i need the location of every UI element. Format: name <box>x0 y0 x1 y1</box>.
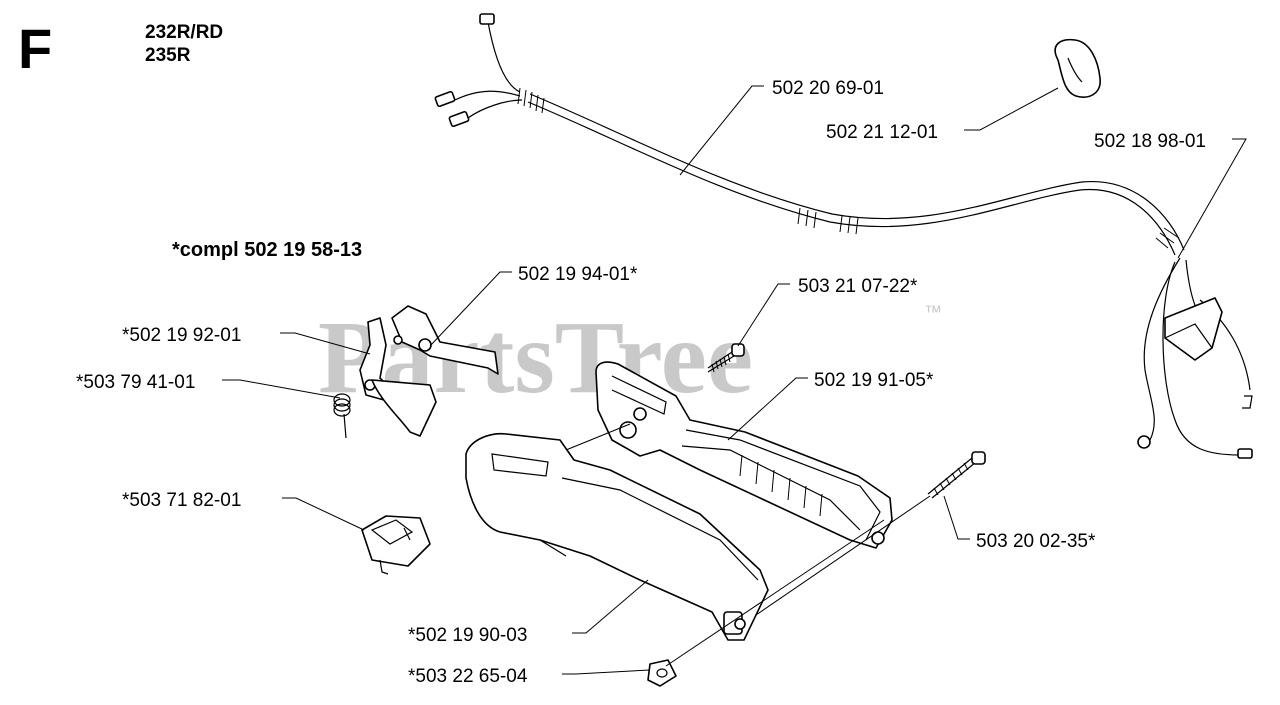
label-lockout: *502 19 92-01 <box>122 325 241 346</box>
label-screw-top: 503 21 07-22* <box>798 276 918 297</box>
label-throttle-cable: 502 20 69-01 <box>772 78 884 99</box>
label-nut: *503 22 65-04 <box>408 666 528 687</box>
handle-right-drawing <box>595 361 893 549</box>
stop-switch-drawing <box>361 515 431 575</box>
nut-drawing <box>647 659 677 687</box>
lockout-drawing <box>359 317 437 437</box>
section-letter: F <box>18 17 52 80</box>
screw-long-drawing <box>927 451 986 499</box>
label-clip: 502 21 12-01 <box>826 122 938 143</box>
clip-drawing <box>1054 38 1101 98</box>
label-stop-wire: 502 18 98-01 <box>1094 131 1206 152</box>
watermark-trademark: ™ <box>924 302 942 322</box>
label-stop-switch: *503 71 82-01 <box>122 490 241 511</box>
leader-lines <box>222 85 1247 675</box>
handle-left-drawing <box>465 432 769 641</box>
label-spring: *503 79 41-01 <box>76 372 195 393</box>
spring-drawing <box>333 393 351 439</box>
screw-top-drawing <box>707 343 745 373</box>
kit-note: *compl 502 19 58-13 <box>172 239 362 261</box>
label-handle-right: 502 19 91-05* <box>814 370 934 391</box>
throttle-cable-drawing <box>434 13 1185 256</box>
model-line-1: 232R/RD <box>145 22 223 43</box>
label-screw-long: 503 20 02-35* <box>976 531 1096 552</box>
label-throttle-lever: 502 19 94-01* <box>518 264 638 285</box>
model-line-2: 235R <box>145 45 191 66</box>
label-handle-left: *502 19 90-03 <box>408 625 527 646</box>
stop-wire-drawing <box>1137 257 1253 459</box>
